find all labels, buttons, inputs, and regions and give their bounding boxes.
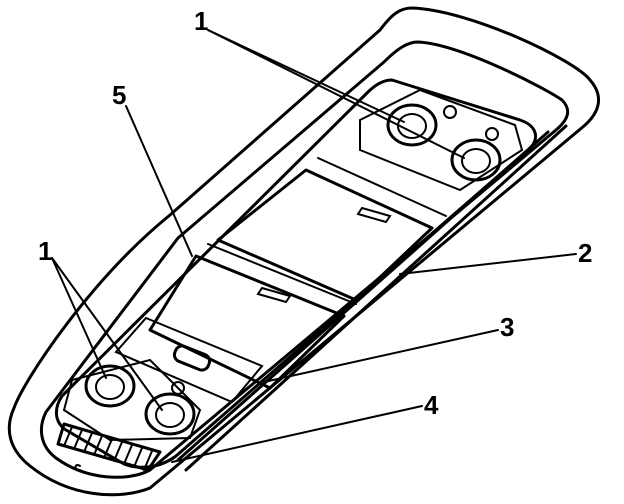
rocker-switch: [172, 344, 212, 372]
callout-2: 2: [578, 238, 592, 268]
upper-indicator-dot-left: [443, 105, 457, 119]
upper-lamp-right: [450, 138, 502, 182]
upper-lamp-left: [386, 103, 438, 147]
trim-grille: [56, 422, 162, 472]
upper-indicator-dot-right: [485, 127, 499, 141]
lower-indicator-dot: [171, 381, 185, 395]
housing-rim: [39, 40, 570, 479]
callout-4: 4: [424, 390, 439, 420]
lower-lamp-left: [84, 364, 136, 408]
upper-door-latch: [356, 206, 392, 224]
upper-door-hinge: [317, 157, 447, 217]
lens-rear-edge: [184, 124, 568, 472]
upper-storage-door: [216, 168, 434, 302]
upper-lamp-recess: [359, 88, 524, 192]
middle-door-hinge: [207, 243, 357, 305]
middle-storage-door: [148, 254, 346, 390]
callout-5: 5: [112, 80, 126, 110]
lower-lamp-recess: [62, 358, 202, 442]
housing-mark: [74, 464, 81, 472]
lens-front-edge: [176, 130, 550, 462]
switch-section: [114, 316, 264, 404]
middle-door-latch: [256, 286, 292, 304]
callout-3: 3: [500, 312, 514, 342]
leader-lines: [51, 29, 577, 463]
lower-lamp-right: [144, 392, 196, 436]
callout-1-top: 1: [194, 6, 208, 36]
console-housing: [7, 6, 600, 497]
callout-1-bottom: 1: [38, 236, 52, 266]
